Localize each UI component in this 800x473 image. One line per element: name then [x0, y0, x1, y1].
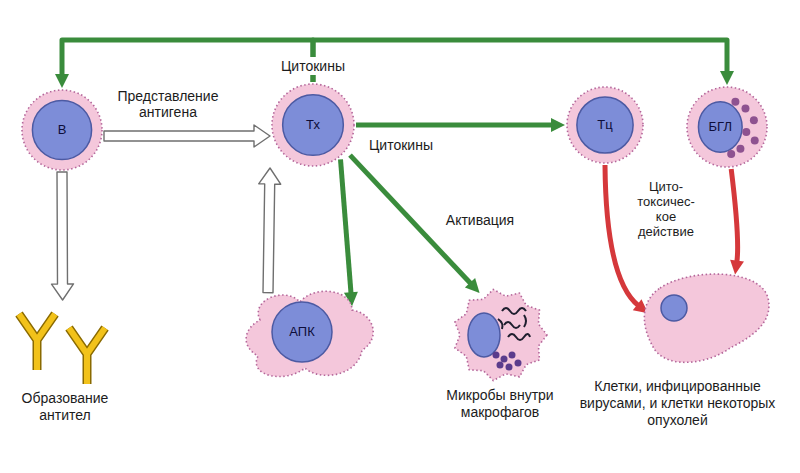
- hollow-arrow: [259, 168, 281, 293]
- connector: [341, 159, 358, 306]
- cell-nucleus: [661, 295, 687, 321]
- arrowhead: [465, 278, 480, 293]
- connector: [259, 168, 281, 293]
- cytotoxic-arrow: [605, 165, 639, 306]
- granule: [750, 116, 758, 124]
- granule: [751, 136, 759, 144]
- arrowhead: [551, 118, 565, 132]
- microbe: [502, 308, 526, 314]
- cell-shape: Тц: [565, 85, 645, 165]
- granule: [515, 360, 522, 367]
- granule: [509, 352, 516, 359]
- cell-shape: [440, 285, 560, 385]
- arrowhead: [720, 71, 734, 85]
- cell-nucleus: [272, 302, 332, 362]
- granule: [497, 362, 504, 369]
- granule: [506, 364, 513, 371]
- microbe: [498, 319, 503, 329]
- cell-shape: В: [20, 88, 104, 172]
- edge-label: Активация: [440, 212, 520, 228]
- cell-illustration: [560, 268, 795, 376]
- granule: [736, 145, 744, 153]
- b-cell: В: [20, 88, 104, 172]
- cell-shape: АПК: [240, 280, 380, 385]
- cell-label: Тх: [270, 117, 356, 133]
- antibody: [19, 314, 55, 370]
- antibodies: Образование антител: [5, 300, 125, 424]
- cell-illustration: [440, 285, 560, 385]
- antibody-outline: [19, 314, 55, 370]
- cell-label: Тц: [565, 117, 645, 133]
- cell-label: В: [20, 122, 104, 138]
- cell-label: БГЛ: [685, 119, 756, 135]
- antibody: [69, 328, 105, 384]
- granule: [501, 356, 508, 363]
- cell-shape: [5, 300, 125, 388]
- arrowhead: [55, 74, 69, 88]
- connector: [313, 40, 734, 85]
- cell-label: АПК: [272, 324, 332, 340]
- arrowhead: [730, 260, 744, 275]
- hollow-arrow: [52, 172, 74, 300]
- granule: [742, 128, 750, 136]
- cell-nucleus: [468, 313, 500, 357]
- connector: [730, 169, 744, 274]
- cell-caption: Образование антител: [5, 390, 125, 424]
- cell-caption: Клетки, инфицированные вирусами, и клетк…: [560, 378, 795, 428]
- microbe: [508, 334, 530, 340]
- microbe: [504, 322, 520, 328]
- cell-shape: Тх: [270, 82, 356, 168]
- cell-illustration: [5, 300, 125, 388]
- cytotoxic-arrow: [731, 169, 737, 263]
- target-cell: Клетки, инфицированные вирусами, и клетк…: [560, 268, 795, 428]
- connector: [356, 118, 565, 132]
- granule: [731, 98, 739, 106]
- edge-label: Представление антигена: [103, 88, 233, 120]
- microbe: [524, 315, 526, 327]
- effect-label: Цито- токсичес- кое действие: [628, 180, 704, 240]
- t-cytotoxic-cell: Тц: [565, 85, 645, 165]
- target-membrane: [644, 274, 769, 362]
- cytokine-label: Цитокины: [360, 137, 442, 153]
- t-helper-cell: Тх: [270, 82, 356, 168]
- granule: [727, 150, 735, 158]
- hollow-arrow: [104, 125, 270, 147]
- connector: [104, 125, 270, 147]
- granule: [493, 352, 500, 359]
- connector: [605, 165, 648, 313]
- cytokine-arrow: [313, 40, 727, 82]
- apc-cell: АПК: [240, 280, 380, 385]
- cell-shape: [560, 268, 795, 376]
- cytokine-arrow: [356, 123, 553, 128]
- cytokine-arrow: [341, 159, 352, 294]
- macrophage: Микробы внутри макрофагов: [440, 285, 560, 421]
- cell-caption: Микробы внутри макрофагов: [440, 387, 560, 421]
- lgl-cell: БГЛ: [685, 85, 769, 169]
- macrophage-membrane: [455, 289, 547, 380]
- cell-shape: БГЛ: [685, 85, 769, 169]
- cytokine-label: Цитокины: [271, 57, 355, 75]
- apc-membrane: [246, 291, 373, 376]
- antibody-outline: [69, 328, 105, 384]
- granule: [741, 105, 749, 113]
- connector: [52, 172, 74, 300]
